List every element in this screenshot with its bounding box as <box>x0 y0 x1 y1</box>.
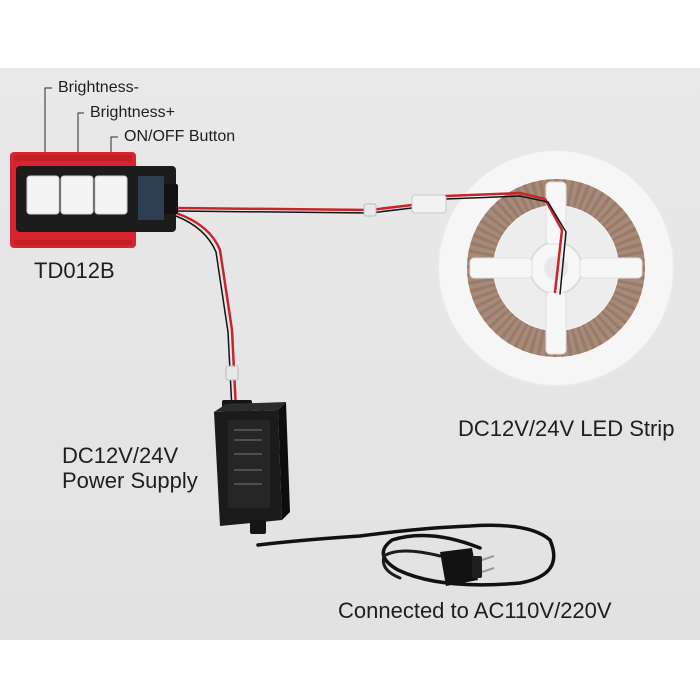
mains-cord <box>256 523 556 587</box>
onoff-key <box>94 175 128 215</box>
led-strip-label: DC12V/24V LED Strip <box>458 416 675 441</box>
brightness-plus-label: Brightness+ <box>90 104 175 121</box>
brightness-minus-key <box>26 175 60 215</box>
model-label: TD012B <box>34 258 115 283</box>
power-supply-label-line2: Power Supply <box>62 468 198 493</box>
mains-label: Connected to AC110V/220V <box>338 598 612 623</box>
psu-wire-black <box>175 215 233 411</box>
power-supply <box>214 400 290 534</box>
brightness-minus-label: Brightness- <box>58 79 139 96</box>
mains-plug <box>440 548 495 586</box>
wire-connectors <box>225 194 447 381</box>
brightness-plus-key <box>60 175 94 215</box>
led-strip-reel <box>437 149 675 387</box>
onoff-button-label: ON/OFF Button <box>124 128 236 145</box>
controller-td012b <box>10 152 178 248</box>
power-supply-label-line1: DC12V/24V <box>62 443 179 468</box>
strip-lead-black <box>445 195 567 295</box>
strip-wire-red <box>174 203 414 212</box>
psu-wire-red <box>174 211 238 412</box>
strip-lead-red <box>444 191 564 294</box>
